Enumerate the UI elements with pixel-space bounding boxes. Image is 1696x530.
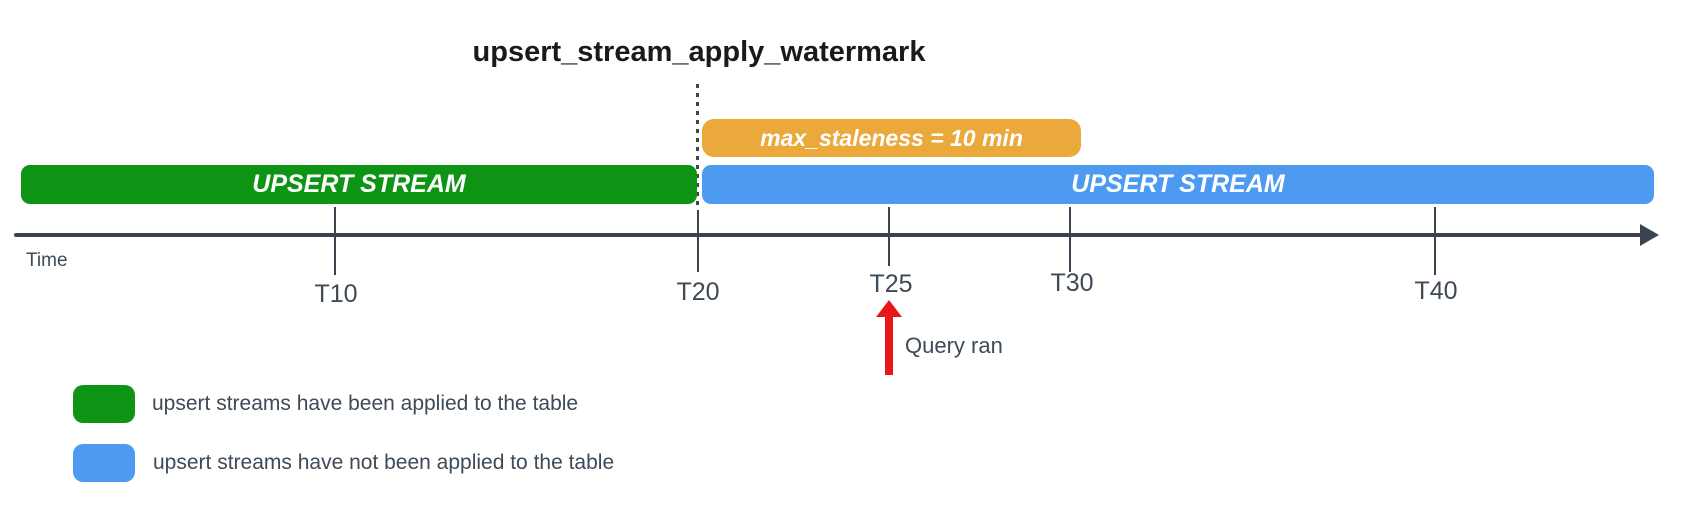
timeline-arrowhead-icon — [1640, 224, 1659, 246]
tick-label-t25: T25 — [869, 270, 913, 298]
legend-label-applied: upsert streams have been applied to the … — [152, 392, 579, 415]
query-ran-label: Query ran — [905, 333, 1003, 358]
legend-swatch-applied — [73, 385, 135, 423]
tick-t30 — [1069, 207, 1071, 272]
query-ran-arrow-icon — [876, 300, 902, 317]
max-staleness-bar-label: max_staleness = 10 min — [760, 124, 1023, 151]
time-axis-label: Time — [26, 250, 68, 271]
upsert-stream-applied-bar: UPSERT STREAM — [21, 165, 697, 204]
diagram-title: upsert_stream_apply_watermark — [472, 36, 926, 68]
upsert-stream-pending-bar-label: UPSERT STREAM — [1071, 170, 1285, 198]
tick-t25 — [888, 207, 890, 266]
tick-label-t20: T20 — [676, 278, 720, 306]
tick-label-t30: T30 — [1050, 269, 1094, 297]
tick-t10 — [334, 207, 336, 275]
tick-label-t40: T40 — [1414, 277, 1458, 305]
tick-t40 — [1434, 207, 1436, 275]
max-staleness-bar: max_staleness = 10 min — [702, 119, 1081, 157]
watermark-dashed-line — [696, 84, 699, 207]
tick-t20 — [697, 210, 699, 272]
upsert-stream-pending-bar: UPSERT STREAM — [702, 165, 1654, 204]
legend-label-not-applied: upsert streams have not been applied to … — [153, 451, 615, 474]
tick-label-t10: T10 — [314, 280, 358, 308]
timeline-axis — [14, 233, 1642, 237]
upsert-stream-applied-bar-label: UPSERT STREAM — [252, 170, 466, 198]
legend-swatch-not-applied — [73, 444, 135, 482]
query-ran-arrow-shaft — [885, 315, 893, 375]
